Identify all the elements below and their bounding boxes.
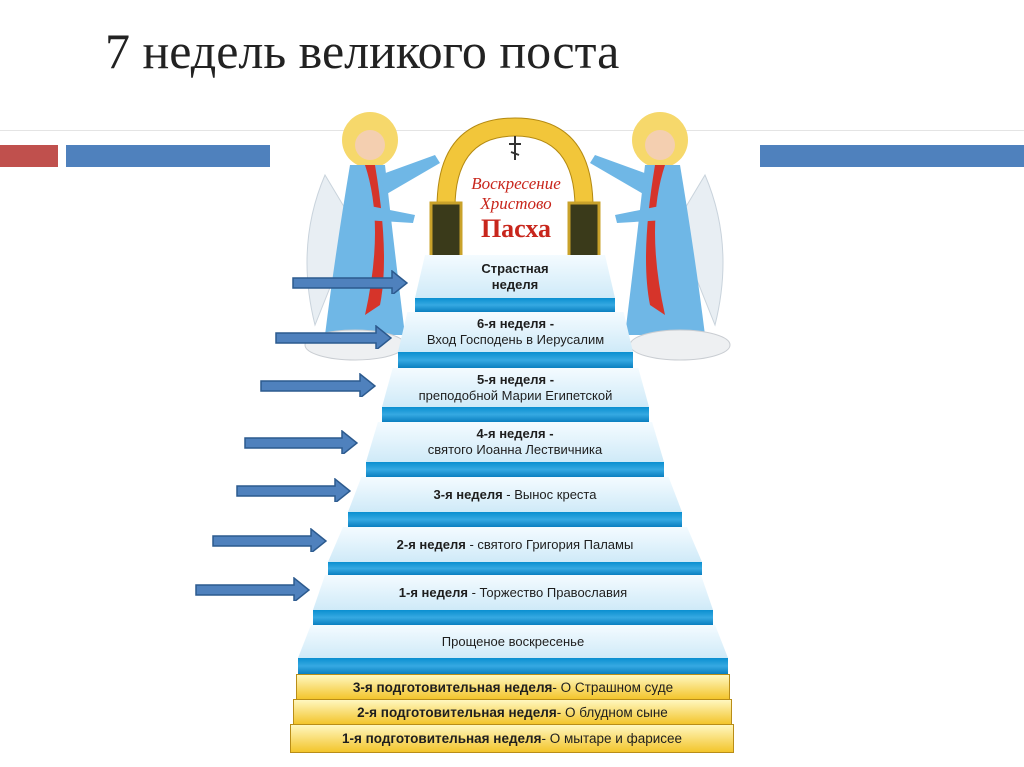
arch-text-line2: Христово [480,194,552,213]
step-title: Страстная [481,260,549,276]
step-subtitle: - святого Григория Паламы [465,536,634,552]
arrow-right-icon [260,373,376,397]
arch-text-line1: Воскресение [471,174,561,193]
slide-title: 7 недель великого поста [105,23,620,79]
angel-right-icon [590,112,731,361]
step-subtitle: - Вынос креста [502,486,597,502]
step-subtitle: Прощеное воскресенье [441,633,585,649]
step-week-4: 4-я неделя -святого Иоанна Лествичника [366,422,664,477]
step-subtitle: святого Иоанна Лествичника [427,442,603,457]
step-week-6: 6-я неделя -Вход Господень в Иерусалим [398,312,633,368]
prep-title: 2-я подготовительная неделя [357,704,557,720]
arrow-right-icon [292,270,408,294]
step-title: 2-я неделя [396,536,466,552]
accent-bar-red [0,145,58,167]
step-week-2: 2-я неделя - святого Григория Паламы [328,527,702,575]
step-title: 5-я неделя - [476,371,555,387]
step-forgiveness-sunday: Прощеное воскресенье [298,625,728,674]
prep-week-3: 3-я подготовительная неделя - О Страшном… [296,674,730,700]
step-subtitle: - Торжество Православия [467,584,628,600]
prep-subtitle: - О Страшном суде [552,679,674,695]
step-title: 3-я неделя [433,486,503,502]
prep-week-1: 1-я подготовительная неделя - О мытаре и… [290,724,734,753]
arrow-right-icon [195,577,310,601]
arrow-right-icon [244,430,358,454]
prep-subtitle: - О мытаре и фарисее [541,731,683,746]
step-title: 4-я неделя - [476,426,554,441]
accent-bar-blue-right [760,145,1024,167]
step-week-3: 3-я неделя - Вынос креста [348,477,682,527]
step-subtitle: преподобной Марии Египетской [418,387,613,403]
arch-text-line3: Пасха [480,214,552,243]
cross-icon [509,136,521,160]
arrow-right-icon [212,528,327,552]
step-subtitle: Вход Господень в Иерусалим [426,332,605,347]
prep-week-2: 2-я подготовительная неделя - О блудном … [293,699,732,725]
prep-title: 1-я подготовительная неделя [341,731,542,746]
step-subtitle: неделя [491,276,539,292]
prep-subtitle: - О блудном сыне [556,704,668,720]
step-week-5: 5-я неделя -преподобной Марии Египетской [382,368,649,422]
step-week-1: 1-я неделя - Торжество Православия [313,575,713,625]
step-title: 6-я неделя - [476,316,555,331]
arrow-right-icon [275,325,392,349]
prep-title: 3-я подготовительная неделя [352,679,553,695]
step-title: 1-я неделя [398,584,468,600]
arrow-right-icon [236,478,351,502]
accent-bar-blue-left [66,145,270,167]
